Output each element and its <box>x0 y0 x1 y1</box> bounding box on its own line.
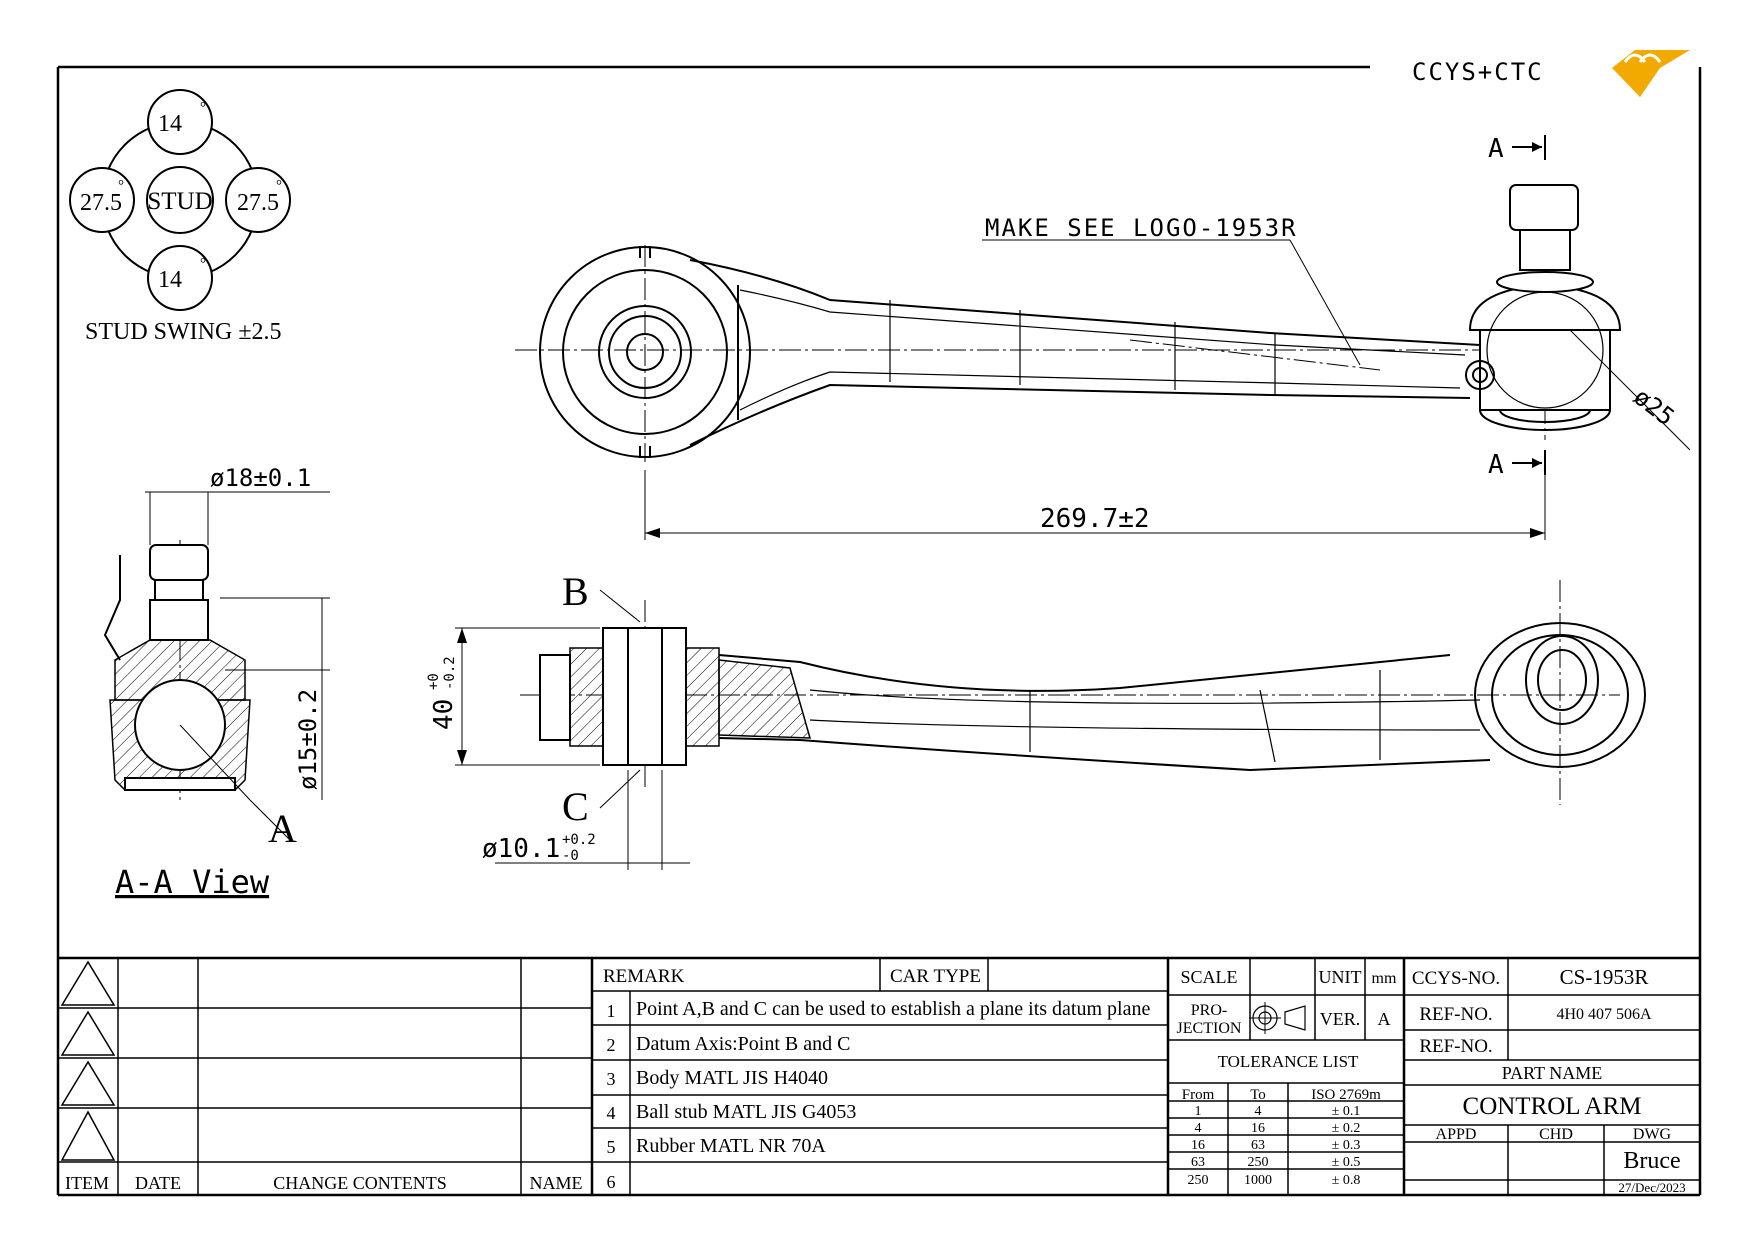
hdr-item: ITEM <box>65 1173 109 1193</box>
tol-from: 16 <box>1191 1138 1205 1153</box>
unit-value: mm <box>1372 970 1397 987</box>
tol-hdr-to: To <box>1250 1087 1266 1103</box>
dim-dia-25: ø25 <box>1628 383 1679 432</box>
remark-no: 6 <box>607 1172 616 1192</box>
remark-text: Rubber MATL NR 70A <box>636 1135 826 1157</box>
swing-bottom: 14 <box>158 267 182 293</box>
point-c: C <box>562 784 589 829</box>
remark-no: 1 <box>607 1001 616 1021</box>
dwg-name: Bruce <box>1623 1148 1680 1174</box>
remark-text: Body MATL JIS H4040 <box>636 1067 828 1089</box>
remark-label: REMARK <box>603 966 685 987</box>
dim-40-tol-up: +0 <box>426 673 442 690</box>
revision-triangle-icon <box>60 960 116 1006</box>
tol-hdr-from: From <box>1182 1087 1215 1103</box>
logo-note: MAKE SEE LOGO-1953R <box>985 214 1298 242</box>
dim-40: 40 <box>429 699 459 730</box>
part-name-label: PART NAME <box>1502 1063 1602 1083</box>
remark-text: Datum Axis:Point B and C <box>636 1033 850 1055</box>
chd-label: CHD <box>1539 1126 1573 1143</box>
point-a: A <box>268 806 297 851</box>
remark-no: 4 <box>607 1103 616 1123</box>
appd-label: APPD <box>1436 1126 1477 1143</box>
logo-mark-icon <box>1612 50 1690 97</box>
deg-bottom: ° <box>200 256 206 272</box>
remark-no: 3 <box>607 1069 616 1089</box>
title-block-frame <box>58 956 1700 1195</box>
swing-right: 27.5 <box>237 190 279 216</box>
deg-left: ° <box>118 178 124 194</box>
projection-label-1: PRO- <box>1191 1002 1227 1019</box>
ver-label: VER. <box>1320 1009 1361 1029</box>
company-logo: CCYS+CTC <box>1412 50 1690 97</box>
sheet-border <box>56 65 1702 1197</box>
tol-iso: ± 0.1 <box>1332 1104 1361 1119</box>
swing-top: 14 <box>158 111 182 137</box>
title-block-text: ITEM DATE CHANGE CONTENTS NAME REMARK CA… <box>65 965 1686 1195</box>
tol-iso: ± 0.3 <box>1332 1138 1361 1153</box>
hdr-change-contents: CHANGE CONTENTS <box>273 1173 447 1193</box>
side-view: 40 +0 -0.2 B C ø10.1 +0.2 -0 <box>426 569 1646 870</box>
dwg-label: DWG <box>1633 1126 1672 1143</box>
point-b: B <box>562 569 589 614</box>
dim-length: 269.7±2 <box>1040 504 1150 534</box>
ref-no-value-1: 4H0 407 506A <box>1556 1006 1652 1023</box>
deg-right: ° <box>276 178 282 194</box>
tol-iso: ± 0.8 <box>1332 1173 1361 1188</box>
ccys-no-label: CCYS-NO. <box>1412 968 1500 989</box>
remark-no: 2 <box>607 1035 616 1055</box>
scale-label: SCALE <box>1180 967 1237 987</box>
tol-from: 250 <box>1188 1173 1209 1188</box>
logo-text: CCYS+CTC <box>1412 58 1544 86</box>
revision-triangle-icon <box>60 1010 116 1056</box>
projection-label-2: JECTION <box>1177 1020 1242 1037</box>
tol-from: 4 <box>1195 1121 1202 1136</box>
stud-label: STUD <box>147 188 212 215</box>
hdr-date: DATE <box>135 1173 181 1193</box>
part-name-value: CONTROL ARM <box>1463 1093 1642 1120</box>
tol-from: 63 <box>1191 1155 1205 1170</box>
dim-dia-10: ø10.1 <box>482 834 560 864</box>
remark-text: Point A,B and C can be used to establish… <box>636 998 1150 1020</box>
tol-to: 63 <box>1251 1138 1265 1153</box>
hdr-name: NAME <box>530 1173 583 1193</box>
revision-triangle-icon <box>60 1060 116 1106</box>
dim-dia-10-tol-up: +0.2 <box>562 832 596 848</box>
tol-to: 4 <box>1255 1104 1262 1119</box>
tol-iso: ± 0.2 <box>1332 1121 1361 1136</box>
view-title: A-A View <box>115 863 270 901</box>
car-type-label: CAR TYPE <box>890 966 981 987</box>
dwg-date: 27/Dec/2023 <box>1618 1180 1685 1195</box>
ref-no-label-2: REF-NO. <box>1419 1036 1492 1057</box>
tol-hdr-iso: ISO 2769m <box>1311 1087 1381 1103</box>
top-view: A A MAKE SEE LOGO-1953R ø25 269.7±2 <box>515 134 1691 540</box>
revision-triangle-icon <box>60 1110 116 1161</box>
tol-iso: ± 0.5 <box>1332 1155 1361 1170</box>
dim-dia-10-tol-dn: -0 <box>562 848 579 864</box>
section-view: A ø18±0.1 ø15±0.2 A-A View <box>103 464 330 901</box>
remark-no: 5 <box>607 1137 616 1157</box>
stud-swing-caption: STUD SWING ±2.5 <box>85 319 282 345</box>
projection-symbol-icon <box>1249 1002 1306 1034</box>
ccys-no-value: CS-1953R <box>1560 965 1649 989</box>
stud-swing-diagram: STUD 14 ° 14 ° 27.5 ° 27.5 ° STUD SWING … <box>69 89 291 345</box>
ref-no-label-1: REF-NO. <box>1419 1004 1492 1025</box>
ver-value: A <box>1378 1009 1391 1029</box>
tol-to: 16 <box>1251 1121 1265 1136</box>
tol-from: 1 <box>1195 1104 1202 1119</box>
unit-label: UNIT <box>1319 967 1362 987</box>
section-a-bottom: A <box>1488 450 1504 480</box>
tol-to: 1000 <box>1244 1173 1272 1188</box>
tol-to: 250 <box>1248 1155 1269 1170</box>
dim-dia-18: ø18±0.1 <box>210 464 311 492</box>
dim-40-tol-dn: -0.2 <box>442 656 458 690</box>
tolerance-title: TOLERANCE LIST <box>1218 1052 1359 1071</box>
remark-text: Ball stub MATL JIS G4053 <box>636 1101 856 1123</box>
dim-dia-15: ø15±0.2 <box>294 689 322 790</box>
swing-left: 27.5 <box>80 190 122 216</box>
section-a-top: A <box>1488 134 1504 164</box>
deg-top: ° <box>200 100 206 116</box>
